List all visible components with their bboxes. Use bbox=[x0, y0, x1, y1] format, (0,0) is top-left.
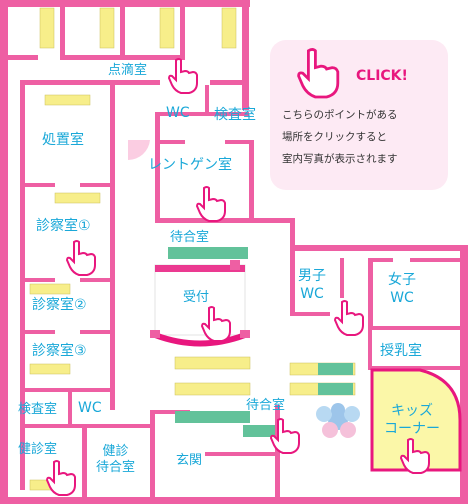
hand-pointer-icon[interactable] bbox=[195, 186, 226, 222]
pillars bbox=[150, 260, 250, 338]
room-entrance[interactable]: 玄関 bbox=[176, 453, 203, 468]
room-consult-1[interactable]: 診察室① bbox=[36, 218, 91, 234]
flower-rug-icon bbox=[316, 403, 360, 438]
info-title: CLICK! bbox=[356, 68, 408, 84]
room-kids-corner[interactable]: キッズ コーナー bbox=[384, 403, 440, 437]
door-arc bbox=[128, 140, 150, 161]
room-checkup[interactable]: 健診室 bbox=[18, 442, 58, 457]
hand-pointer-icon[interactable] bbox=[167, 58, 198, 94]
info-text: こちらのポイントがある 場所をクリックすると 室内写真が表示されます bbox=[282, 109, 398, 165]
room-drip[interactable]: 点滴室 bbox=[108, 63, 148, 78]
room-xray[interactable]: レントゲン室 bbox=[148, 157, 232, 173]
hand-pointer-icon[interactable] bbox=[399, 438, 430, 474]
hand-pointer-icon[interactable] bbox=[45, 460, 76, 496]
room-consult-2[interactable]: 診察室② bbox=[32, 297, 87, 313]
room-exam-upper[interactable]: 検査室 bbox=[214, 107, 256, 123]
room-waiting-lower[interactable]: 待合室 bbox=[246, 398, 286, 413]
room-treatment[interactable]: 処置室 bbox=[42, 132, 84, 148]
hand-pointer-icon[interactable] bbox=[269, 418, 300, 454]
room-waiting-upper[interactable]: 待合室 bbox=[170, 230, 210, 245]
kids-corner-area bbox=[370, 368, 462, 472]
room-reception[interactable]: 受付 bbox=[183, 290, 210, 305]
room-nursing[interactable]: 授乳室 bbox=[380, 343, 422, 359]
room-womens-wc[interactable]: 女子 WC bbox=[388, 272, 416, 306]
room-wc-upper[interactable]: WC bbox=[166, 105, 190, 121]
hand-pointer-icon[interactable] bbox=[65, 240, 96, 276]
hand-pointer-icon[interactable] bbox=[200, 306, 231, 342]
hand-pointer-icon bbox=[297, 48, 340, 99]
hand-pointers[interactable] bbox=[45, 48, 430, 496]
room-consult-3[interactable]: 診察室③ bbox=[32, 343, 87, 359]
room-checkup-waiting[interactable]: 健診 待合室 bbox=[96, 444, 136, 476]
green-benches bbox=[168, 247, 353, 437]
room-wc-lower[interactable]: WC bbox=[78, 400, 102, 416]
reception-counter bbox=[153, 332, 247, 347]
hand-pointer-icon[interactable] bbox=[333, 300, 364, 336]
room-exam-lower[interactable]: 検査室 bbox=[18, 402, 58, 417]
room-mens-wc[interactable]: 男子 WC bbox=[298, 268, 326, 302]
